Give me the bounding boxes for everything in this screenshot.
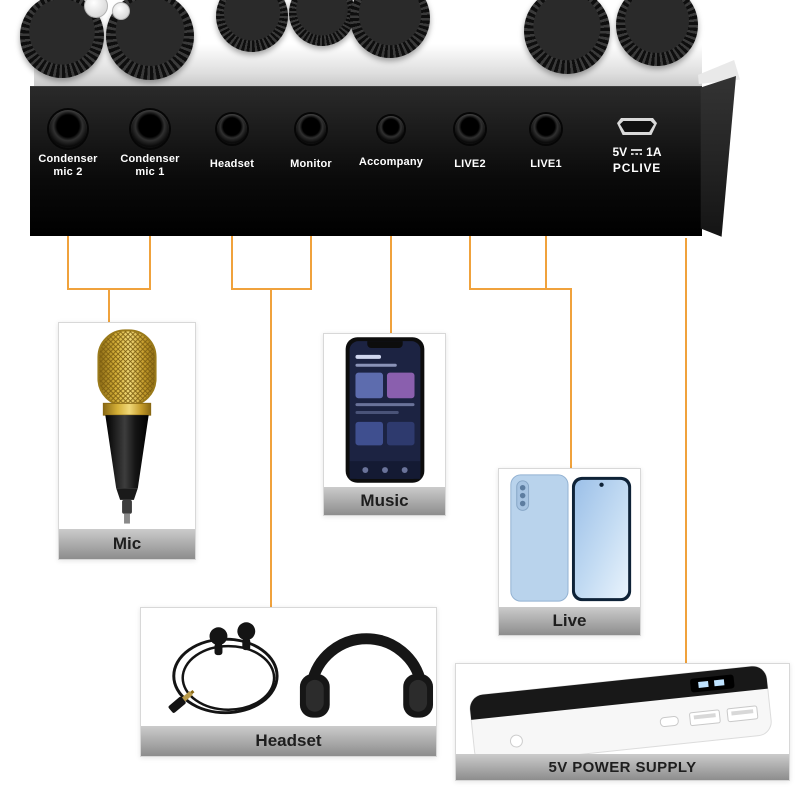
- port-accompany: Accompany: [349, 87, 433, 236]
- connector-line-live-bridge: [469, 288, 572, 290]
- jack-socket-icon: [49, 110, 87, 148]
- power-caption: 5V POWER SUPPLY: [456, 754, 789, 780]
- jack-socket-icon: [217, 114, 247, 144]
- headset-illustration-wrap: [141, 608, 436, 726]
- music-illustration-wrap: [324, 334, 445, 487]
- port-label: LIVE1: [530, 158, 562, 170]
- port-usb-power: 5V 1A PCLIVE: [595, 87, 679, 236]
- port-label: Accompany: [358, 156, 424, 168]
- earbuds-headphones-illustration: [168, 622, 434, 718]
- headset-callout: Headset: [140, 607, 437, 757]
- power-bank-illustration: [469, 665, 772, 754]
- port-label: Headset: [209, 158, 255, 170]
- port-label: Condenser mic 2: [38, 153, 97, 179]
- mic-caption: Mic: [59, 529, 195, 559]
- connector-line-headset: [231, 236, 233, 290]
- jack-socket-icon: [296, 114, 326, 144]
- port-label-line: Condenser: [38, 153, 98, 165]
- port-label-line: mic 2: [53, 166, 83, 178]
- port-live1: LIVE1: [504, 87, 588, 236]
- connector-line-mic1: [149, 236, 151, 290]
- control-knob: [524, 0, 610, 74]
- power-callout: 5V POWER SUPPLY: [455, 663, 790, 781]
- panel-side-face: [700, 76, 736, 237]
- jack-socket-icon: [378, 116, 404, 142]
- connector-line-live2: [469, 236, 471, 290]
- headset-caption: Headset: [141, 726, 436, 756]
- mic-callout: Mic: [58, 322, 196, 560]
- live-caption: Live: [499, 607, 640, 635]
- mic-illustration-wrap: [59, 323, 195, 529]
- port-monitor: Monitor: [269, 87, 353, 236]
- port-label: Condenser mic 1: [120, 153, 179, 179]
- connector-line-mic-drop: [108, 288, 110, 324]
- jack-socket-icon: [455, 114, 485, 144]
- port-label-line: mic 1: [135, 166, 165, 178]
- port-condenser-mic1: Condenser mic 1: [108, 87, 192, 236]
- control-knob: [289, 0, 355, 46]
- condenser-mic-illustration: [97, 329, 157, 524]
- live-phone-illustration: [510, 474, 632, 602]
- connector-line-headset-drop: [270, 288, 272, 609]
- dc-symbol-icon: [631, 149, 643, 155]
- music-phone-illustration: [345, 337, 425, 483]
- jack-socket-icon: [131, 110, 169, 148]
- port-label: LIVE2: [454, 158, 486, 170]
- port-label: Monitor: [290, 158, 332, 170]
- live-illustration-wrap: [499, 469, 640, 607]
- live-callout: Live: [498, 468, 641, 636]
- control-knob: [616, 0, 698, 66]
- panel-button: [84, 0, 108, 18]
- connector-line-power-drop: [685, 238, 687, 665]
- port-headset: Headset: [190, 87, 274, 236]
- port-live2: LIVE2: [428, 87, 512, 236]
- connector-line-accompany-drop: [390, 236, 392, 334]
- port-condenser-mic2: Condenser mic 2: [26, 87, 110, 236]
- music-callout: Music: [323, 333, 446, 516]
- power-illustration-wrap: [456, 664, 789, 754]
- connector-line-monitor: [310, 236, 312, 290]
- audio-plug-icon: [168, 689, 195, 713]
- mixer-back-panel: Condenser mic 2 Condenser mic 1 Headset …: [30, 86, 702, 236]
- connector-line-live-drop: [570, 288, 572, 469]
- panel-button: [112, 2, 130, 20]
- jack-socket-icon: [531, 114, 561, 144]
- connector-line-mic2: [67, 236, 69, 290]
- usb-volts-label: 5V: [612, 145, 628, 159]
- usb-name-label: PCLIVE: [612, 161, 662, 175]
- usb-amps-label: 1A: [646, 145, 662, 159]
- usb-rating-label: 5V 1A: [612, 145, 661, 159]
- port-label-line: Condenser: [120, 153, 180, 165]
- micro-usb-icon: [617, 118, 657, 135]
- music-caption: Music: [324, 487, 445, 515]
- connector-line-live1: [545, 236, 547, 290]
